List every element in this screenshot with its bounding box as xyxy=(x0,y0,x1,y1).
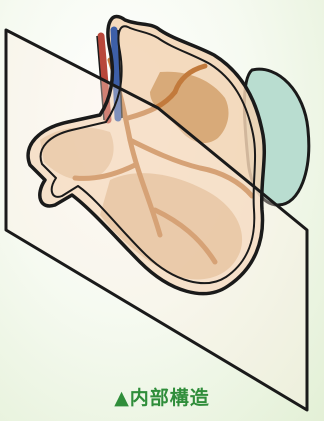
figure-caption: ▲内部構造 xyxy=(0,383,324,410)
